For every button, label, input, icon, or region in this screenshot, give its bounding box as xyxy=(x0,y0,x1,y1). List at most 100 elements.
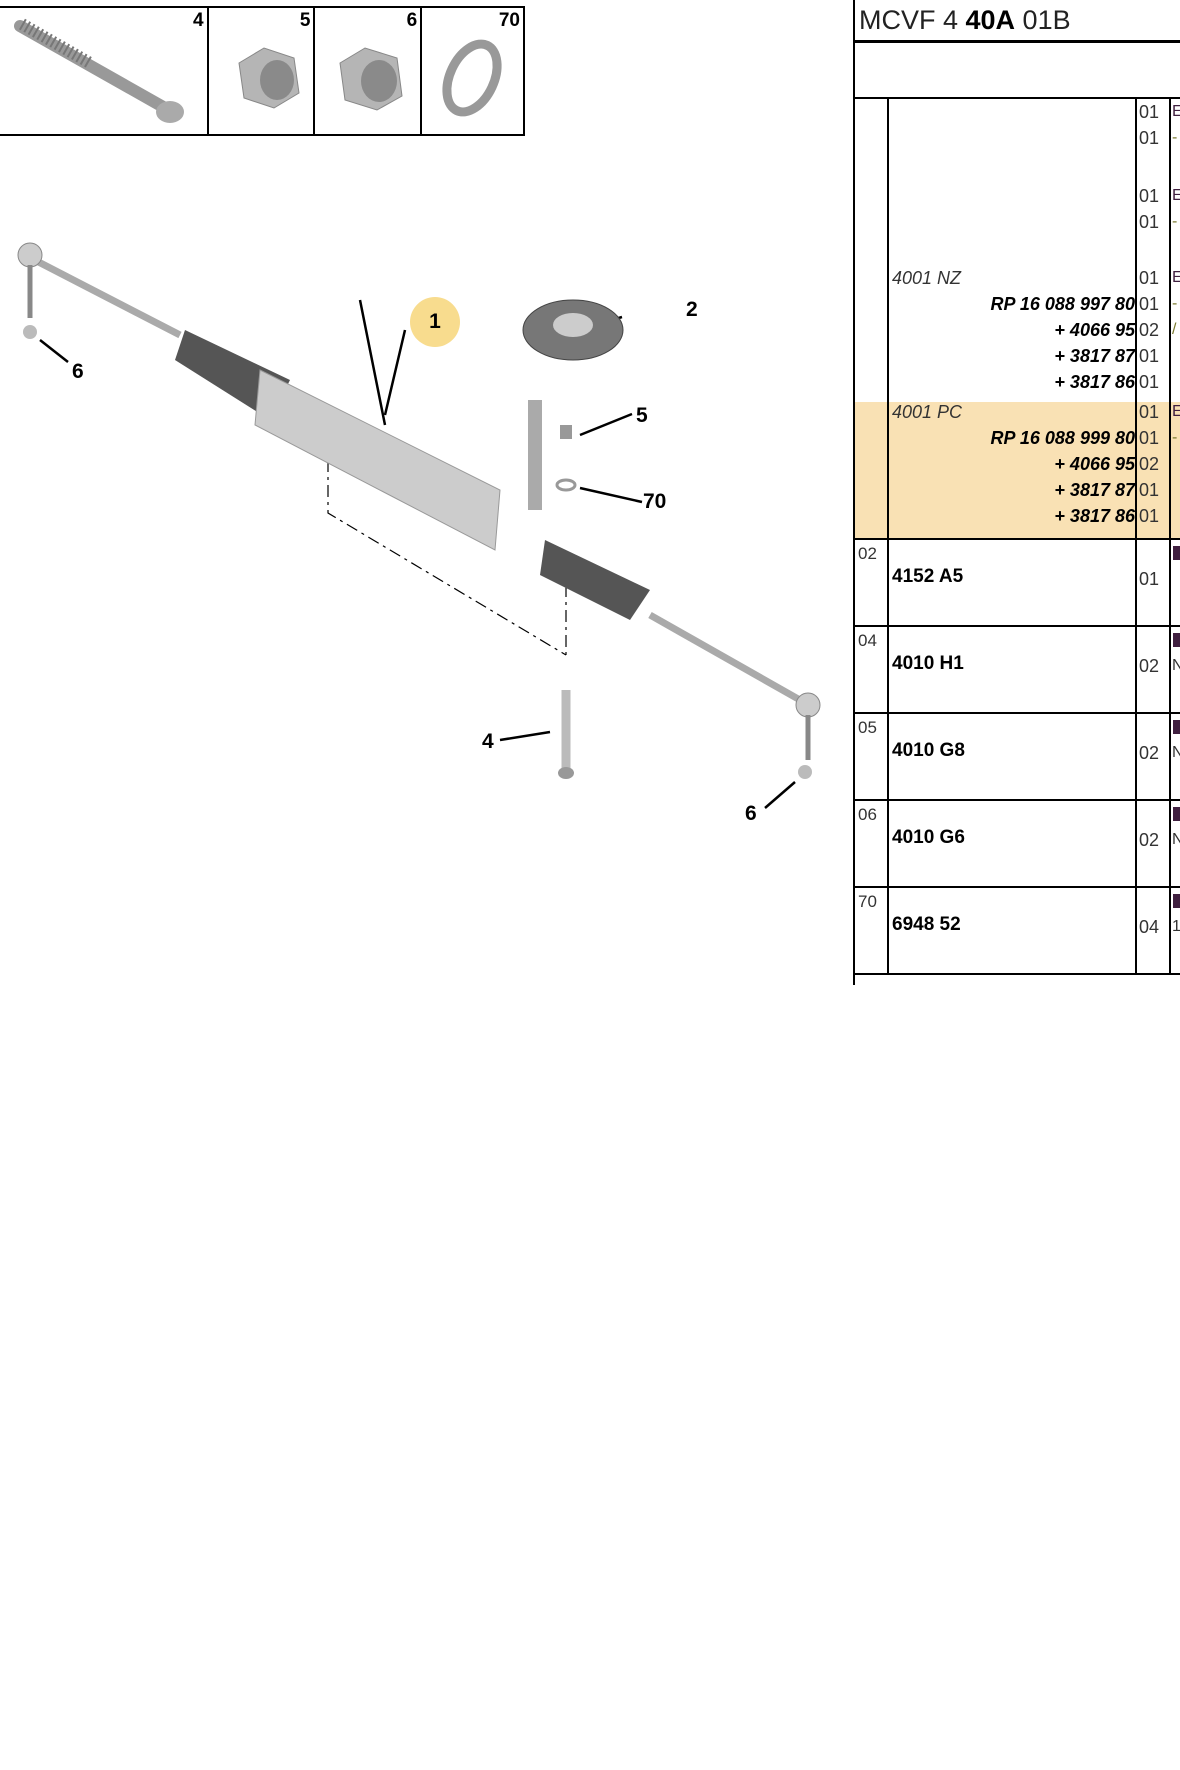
description-cell: N xyxy=(1171,714,1180,799)
qty: 01 xyxy=(1139,428,1160,448)
desc-fragment: / xyxy=(1172,321,1177,338)
reference-cell: 4010 H1 xyxy=(889,627,1137,712)
qty: 01 xyxy=(1139,186,1160,206)
sub-part: + 3817 86 xyxy=(1054,506,1135,526)
rp-number: RP 16 088 997 80 xyxy=(990,294,1135,314)
qty: 01 xyxy=(1139,480,1160,500)
qty-cell: 02 xyxy=(1137,714,1171,799)
qty: 02 xyxy=(1139,830,1160,850)
callout-5[interactable]: 5 xyxy=(636,404,648,427)
qty: 01 xyxy=(1139,346,1160,366)
part-reference: 4010 G8 xyxy=(892,740,965,761)
desc-fragment: E xyxy=(1172,269,1180,286)
desc-fragment: - xyxy=(1172,213,1178,230)
description-cell: E - E - E - / E - xyxy=(1171,99,1180,538)
qty: 01 xyxy=(1139,372,1160,392)
washer-icon xyxy=(442,39,502,117)
exploded-parts-diagram: 4 5 6 70 xyxy=(0,0,840,900)
qty: 01 xyxy=(1139,128,1160,148)
callout-6[interactable]: 6 xyxy=(745,802,757,825)
desc-fragment: 1 xyxy=(1172,918,1180,935)
part-reference: 4010 G6 xyxy=(892,827,965,848)
thumbnail-washer[interactable]: 70 xyxy=(422,8,523,134)
table-row[interactable]: 06 4010 G6 02 N xyxy=(855,801,1180,888)
thumbnail-label: 6 xyxy=(406,10,418,31)
description-cell: N xyxy=(1171,627,1180,712)
title-prefix: MCVF 4 xyxy=(859,5,966,35)
thumbnail-bolt[interactable]: 4 xyxy=(0,8,209,134)
reference-cell: 6948 52 xyxy=(889,888,1137,973)
desc-marker xyxy=(1173,546,1180,560)
part-reference: 4152 A5 xyxy=(892,566,964,587)
desc-fragment: - xyxy=(1172,429,1178,446)
reference-cell: 4152 A5 xyxy=(889,540,1137,625)
sub-part: + 4066 95 xyxy=(1054,454,1135,474)
desc-fragment: E xyxy=(1172,187,1180,204)
table-row[interactable]: 04 4010 H1 02 N xyxy=(855,627,1180,714)
desc-fragment: - xyxy=(1172,295,1178,312)
item-number: 70 xyxy=(855,888,889,973)
qty-cell: 01 01 01 01 01 01 02 01 01 01 01 02 01 0… xyxy=(1137,99,1171,538)
ref-4001-pc: 4001 PC xyxy=(892,402,963,422)
description-cell: N xyxy=(1171,801,1180,886)
desc-marker xyxy=(1173,807,1180,821)
reference-cell: 4010 G6 xyxy=(889,801,1137,886)
thumbnail-label: 4 xyxy=(193,10,204,31)
qty: 02 xyxy=(1139,320,1160,340)
qty: 02 xyxy=(1139,743,1160,763)
nut-icon xyxy=(238,47,300,109)
desc-fragment: E xyxy=(1172,103,1180,120)
table-row[interactable]: 70 6948 52 04 1 xyxy=(855,888,1180,975)
qty-cell: 01 xyxy=(1137,540,1171,625)
table-header xyxy=(855,43,1180,99)
qty: 01 xyxy=(1139,569,1160,589)
qty: 02 xyxy=(1139,454,1160,474)
description-cell xyxy=(1171,540,1180,625)
ref-4001-nz: 4001 NZ xyxy=(892,268,962,288)
qty: 04 xyxy=(1139,917,1160,937)
table-row[interactable]: 02 4152 A5 01 xyxy=(855,540,1180,627)
sub-part: + 3817 87 xyxy=(1054,480,1135,500)
callout-2[interactable]: 2 xyxy=(686,298,698,321)
title-bold: 40A xyxy=(965,5,1016,35)
nut-icon xyxy=(339,47,403,111)
rp-number: RP 16 088 999 80 xyxy=(990,428,1135,448)
part-reference: 6948 52 xyxy=(892,914,961,935)
desc-fragment: - xyxy=(1172,129,1178,146)
callout-label: 1 xyxy=(429,310,441,333)
qty: 01 xyxy=(1139,506,1160,526)
sub-part: + 3817 86 xyxy=(1054,372,1135,392)
qty: 01 xyxy=(1139,268,1160,288)
thumbnail-label: 5 xyxy=(299,10,311,31)
qty-cell: 02 xyxy=(1137,801,1171,886)
table-row-item-01[interactable]: 4001 NZ RP 16 088 997 80 + 4066 95 + 381… xyxy=(855,99,1180,540)
desc-marker xyxy=(1173,633,1180,647)
item-number: 04 xyxy=(855,627,889,712)
item-number: 06 xyxy=(855,801,889,886)
table-title: MCVF 4 40A 01B xyxy=(855,0,1180,43)
thumbnail-nut-5[interactable]: 5 xyxy=(209,8,316,134)
callout-6[interactable]: 6 xyxy=(72,360,84,383)
table-row[interactable]: 05 4010 G8 02 N xyxy=(855,714,1180,801)
qty-cell: 04 xyxy=(1137,888,1171,973)
qty: 01 xyxy=(1139,402,1160,422)
sub-part: + 3817 87 xyxy=(1054,346,1135,366)
steering-rack-drawing xyxy=(17,242,821,809)
bolt-icon xyxy=(14,18,184,123)
callout-4[interactable]: 4 xyxy=(482,730,494,753)
qty: 02 xyxy=(1139,656,1160,676)
desc-marker xyxy=(1173,894,1180,908)
thumbnail-label: 70 xyxy=(498,10,520,31)
desc-fragment: E xyxy=(1172,403,1180,420)
desc-fragment: N xyxy=(1172,744,1180,761)
desc-marker xyxy=(1173,720,1180,734)
thumbnail-nut-6[interactable]: 6 xyxy=(315,8,423,134)
title-suffix: 01B xyxy=(1015,5,1071,35)
part-reference: 4010 H1 xyxy=(892,653,964,674)
callout-1-badge[interactable]: 1 xyxy=(410,297,460,347)
part-thumbnails: 4 5 6 70 xyxy=(0,6,525,136)
callout-70[interactable]: 70 xyxy=(643,490,667,513)
sub-part: + 4066 95 xyxy=(1054,320,1135,340)
item-cell xyxy=(855,99,889,538)
desc-fragment: N xyxy=(1172,657,1180,674)
